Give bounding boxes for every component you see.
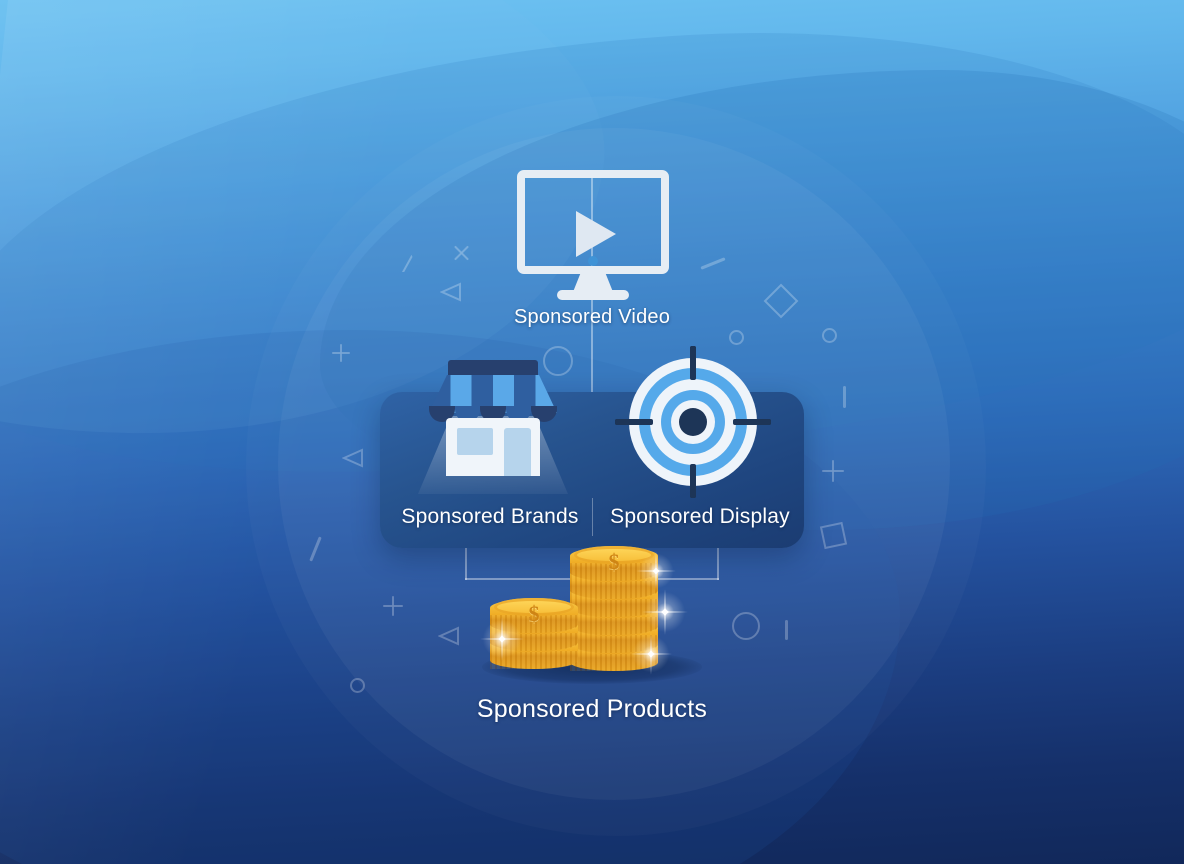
- ring-outline-icon-2: [732, 612, 760, 640]
- monitor-indicator-dot: [588, 256, 598, 266]
- plus-mark-icon-2: [822, 460, 844, 482]
- triangle-solid-icon: [439, 282, 462, 307]
- triangle-solid-icon-2: [437, 626, 460, 651]
- ring-small-icon-1: [729, 330, 744, 345]
- storefront-icon: [418, 360, 568, 494]
- triangle-outline-icon-2: [341, 448, 364, 473]
- triangle-solid-svg: [439, 282, 461, 302]
- storefront-window: [457, 428, 493, 455]
- bar-line-icon-4: [785, 620, 788, 640]
- bar-line-icon-1: [700, 257, 726, 270]
- monitor-stand-neck: [573, 274, 613, 292]
- play-triangle-icon: [576, 211, 616, 257]
- label-sponsored-display: Sponsored Display: [610, 505, 790, 528]
- triangle-outline-svg-2: [341, 448, 363, 468]
- storefront-roof-bar: [448, 360, 538, 377]
- ring-small-icon-3: [350, 678, 365, 693]
- label-sponsored-video: Sponsored Video: [513, 306, 671, 328]
- crosshair-left-overlay: [615, 419, 653, 425]
- ring-small-icon-2: [822, 328, 837, 343]
- bar-line-icon-2: [843, 386, 846, 408]
- label-sponsored-products: Sponsored Products: [476, 695, 708, 723]
- triangle-outline-svg: [400, 252, 420, 272]
- monitor-play-icon: [517, 170, 669, 300]
- crosshair-top-overlay: [690, 346, 696, 380]
- gold-coins-icon: $ $: [478, 545, 706, 685]
- coin-dollar-symbol-short: $: [528, 600, 540, 626]
- triangle-outline-icon: [400, 252, 420, 272]
- crosshair-bottom-overlay: [690, 464, 696, 498]
- label-sponsored-brands: Sponsored Brands: [401, 505, 579, 528]
- panel-divider: [592, 498, 593, 536]
- triangle-solid-svg-2: [437, 626, 459, 646]
- crosshair-right-overlay: [733, 419, 771, 425]
- plus-mark-icon-3: [383, 596, 403, 616]
- bar-line-icon-3: [309, 536, 322, 562]
- coin-short-top: $: [490, 598, 578, 633]
- monitor-frame: [517, 170, 669, 274]
- coin-dollar-symbol-tall: $: [608, 548, 620, 574]
- target-bullseye: [679, 408, 707, 436]
- target-crosshair-icon: [615, 346, 771, 498]
- plus-mark-icon: [332, 344, 350, 362]
- x-mark-icon: [452, 242, 471, 261]
- monitor-stand-base: [557, 290, 629, 300]
- coin-tall-top: $: [570, 546, 658, 581]
- storefront-door: [504, 428, 531, 476]
